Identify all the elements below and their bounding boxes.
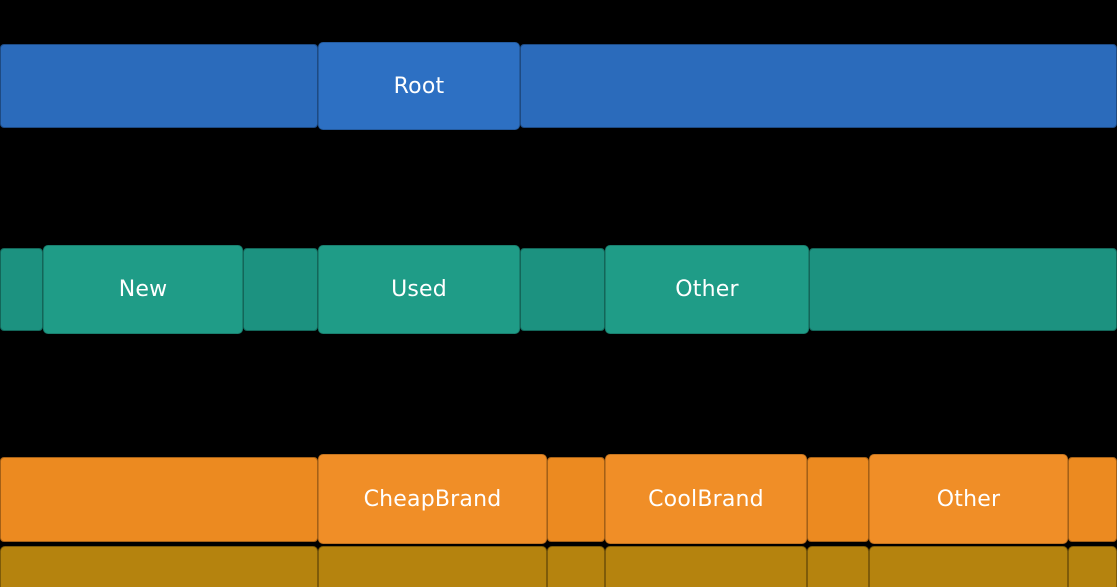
node-l3-seg-4[interactable] [605, 546, 807, 587]
node-root-label: Root [393, 73, 445, 99]
node-l3-seg-2[interactable] [318, 546, 547, 587]
node-l1-gap-2[interactable] [243, 248, 318, 331]
node-l2-gap-4[interactable] [1068, 457, 1117, 542]
node-l3-seg-3[interactable] [547, 546, 605, 587]
node-coolbrand[interactable]: CoolBrand [605, 454, 807, 544]
node-other-level1[interactable]: Other [605, 245, 809, 334]
node-l2-gap-1[interactable] [0, 457, 318, 542]
node-cheapbrand[interactable]: CheapBrand [318, 454, 547, 544]
node-l1-gap-3[interactable] [520, 248, 605, 331]
node-l3-seg-5[interactable] [807, 546, 869, 587]
node-other-level2[interactable]: Other [869, 454, 1068, 544]
node-l0-right[interactable] [520, 44, 1117, 128]
node-used-label: Used [391, 277, 447, 302]
node-l1-gap-4[interactable] [809, 248, 1117, 331]
node-root[interactable]: Root [318, 42, 520, 130]
node-l2-gap-2[interactable] [547, 457, 605, 542]
node-l2-gap-3[interactable] [807, 457, 869, 542]
node-l3-seg-1[interactable] [0, 546, 318, 587]
node-l3-seg-6[interactable] [869, 546, 1068, 587]
node-cheapbrand-label: CheapBrand [363, 486, 502, 512]
node-used[interactable]: Used [318, 245, 520, 334]
node-l3-seg-7[interactable] [1068, 546, 1117, 587]
node-other-level2-label: Other [936, 486, 1001, 512]
node-l1-gap-1[interactable] [0, 248, 43, 331]
node-other-level1-label: Other [675, 277, 739, 302]
node-new-label: New [118, 277, 168, 302]
node-l0-left[interactable] [0, 44, 318, 128]
node-new[interactable]: New [43, 245, 243, 334]
node-coolbrand-label: CoolBrand [648, 486, 764, 512]
